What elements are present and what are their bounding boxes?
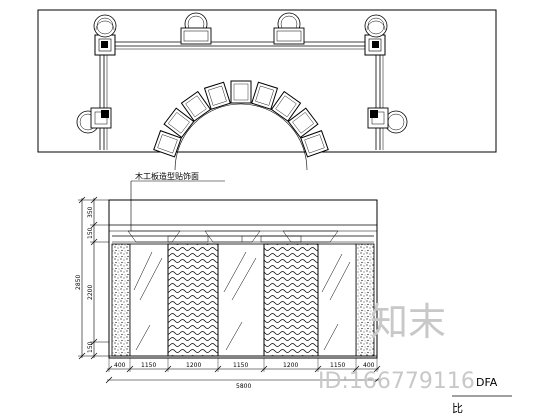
logo-text: 知末	[370, 300, 446, 344]
arch-voussoir-inner	[292, 112, 314, 134]
mirror-panel	[129, 243, 169, 357]
mirror-panel	[217, 243, 265, 357]
wave-panel-left	[167, 243, 219, 357]
arch-voussoir-inner	[168, 112, 190, 134]
column-capital	[180, 12, 212, 45]
arch-voussoir-block	[251, 81, 279, 110]
dim-width-1: 1150	[141, 362, 156, 369]
arch-voussoir-inner	[208, 85, 227, 106]
wave-panel-right	[263, 243, 319, 357]
arch-voussoir-inner	[275, 95, 297, 118]
arch-voussoir-block	[163, 107, 195, 139]
dim-width-6: 400	[363, 362, 375, 369]
dim-height-2: 2200	[87, 285, 94, 300]
watermark: 知末 ID:166779116	[318, 300, 475, 394]
width-dimensions: 400 1150 1200 1150 1200 1150 400 5800	[105, 358, 381, 390]
arch-voussoir-block	[300, 130, 329, 158]
arch-voussoir-block	[287, 107, 319, 139]
arch-voussoir-block	[230, 80, 252, 104]
arch-voussoir-block	[270, 90, 302, 122]
elevation-outline	[108, 199, 378, 359]
plan-frame	[37, 9, 497, 153]
arch-voussoir-block	[203, 81, 231, 110]
arch-voussoir-block	[153, 130, 182, 158]
plan-view	[37, 9, 497, 171]
arch-voussoir-block	[180, 90, 212, 122]
dim-total-width: 5800	[236, 383, 251, 390]
annotation-callout: 木工板造型贴饰面	[130, 171, 225, 231]
arch-voussoir-inner	[185, 95, 207, 118]
arch-voussoir-inner	[233, 83, 249, 101]
column-capital	[93, 14, 117, 38]
dim-height-0: 350	[87, 206, 94, 218]
dim-width-3: 1150	[233, 362, 248, 369]
brand-logo: 知末	[370, 300, 446, 344]
dim-width-0: 400	[114, 362, 126, 369]
height-dimensions: 350 150 2200 150 2850	[75, 196, 109, 360]
arch-voussoir-inner	[304, 134, 325, 154]
column-capital	[367, 107, 408, 134]
side-pilaster-left	[111, 243, 131, 357]
annotation-text: 木工板造型贴饰面	[135, 171, 199, 181]
scale-label: 比	[452, 402, 463, 415]
plan-arch	[153, 80, 329, 171]
dim-width-2: 1200	[186, 362, 201, 369]
dim-total-height: 2850	[75, 275, 82, 290]
dim-height-1: 150	[87, 227, 94, 239]
cornice-brackets	[127, 230, 339, 243]
mirror-panel	[317, 243, 357, 357]
drawing-code: DFA	[476, 376, 498, 389]
arch-voussoir-inner	[157, 134, 178, 154]
column-capital	[76, 107, 112, 134]
elevation-view: 木工板造型贴饰面 350 150 2200 150 2850	[75, 171, 381, 390]
title-block: DFA 比	[452, 376, 512, 415]
column-capital	[273, 12, 305, 45]
dim-width-4: 1200	[283, 362, 298, 369]
arch-voussoir-inner	[255, 85, 274, 106]
column-capital	[364, 14, 388, 38]
dim-width-5: 1150	[330, 362, 345, 369]
watermark-id: ID:166779116	[318, 369, 475, 394]
dim-height-3: 150	[87, 341, 94, 353]
